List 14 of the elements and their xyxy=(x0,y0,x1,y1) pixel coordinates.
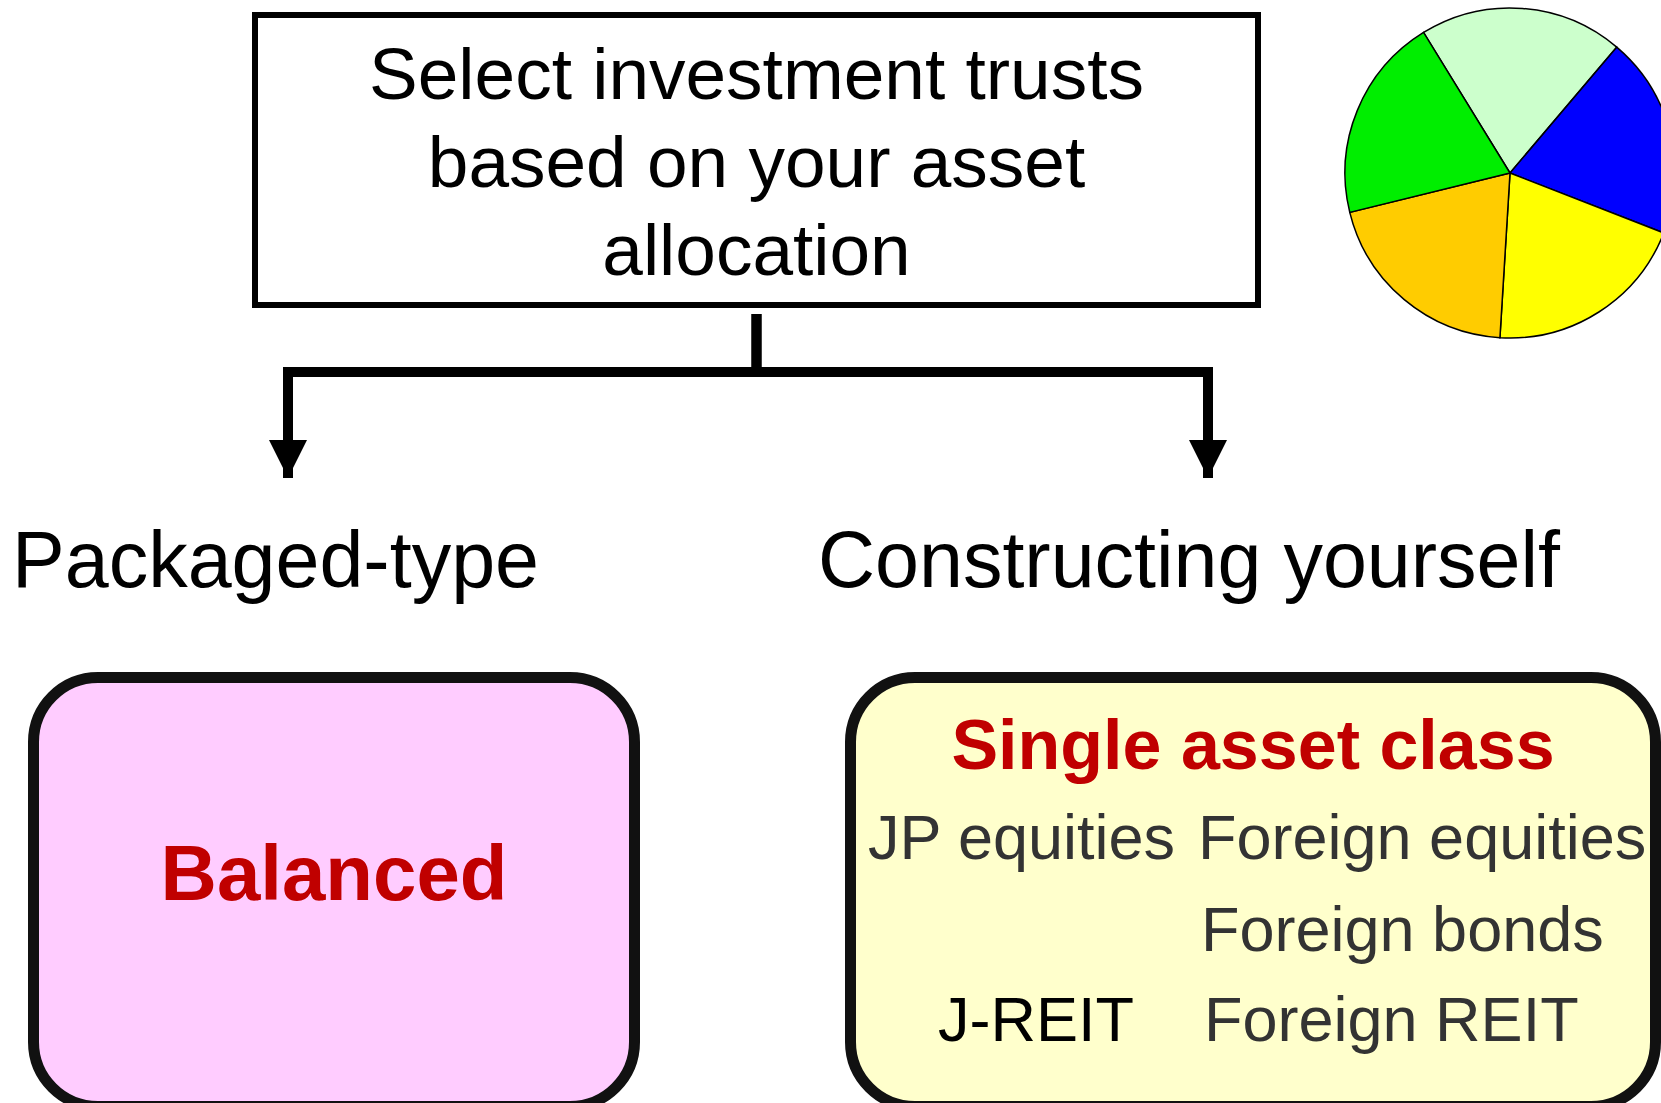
category-box xyxy=(28,672,640,1103)
asset-class-label: JP equities xyxy=(868,801,1176,873)
asset-class-label: Foreign bonds xyxy=(1201,893,1604,965)
asset-class-label: Foreign equities xyxy=(1198,801,1647,873)
option-label-text: Constructing yourself xyxy=(818,515,1561,605)
process-box xyxy=(252,12,1261,308)
asset-class-label: Foreign REIT xyxy=(1204,983,1579,1055)
option-label-text: Packaged-type xyxy=(12,515,539,605)
box-text: Select investment trusts based on your asset allocation xyxy=(368,32,1145,292)
category-title: Balanced xyxy=(159,828,509,919)
category-title: Single asset class xyxy=(950,705,1556,785)
arrow xyxy=(751,314,1227,478)
asset-class-label: J-REIT xyxy=(938,983,1134,1055)
category-box xyxy=(845,672,1661,1103)
